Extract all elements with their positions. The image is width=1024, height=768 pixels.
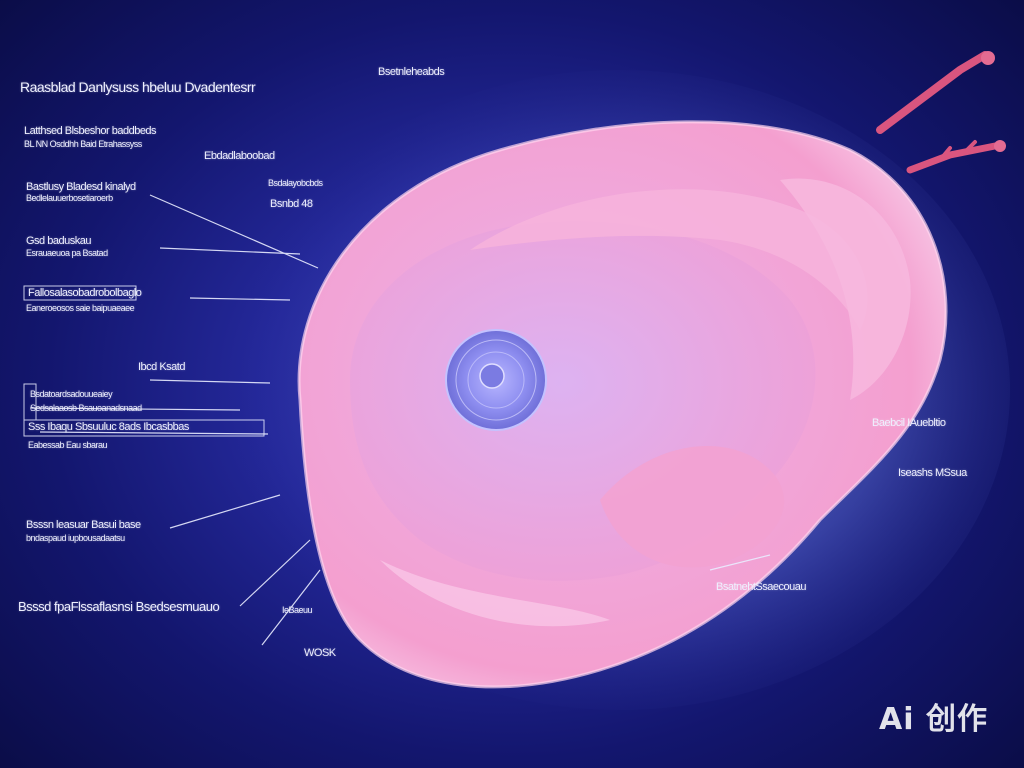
vessel-tip-lower (994, 140, 1006, 152)
label-center: WOSK (304, 647, 336, 659)
vessel-stems (876, 51, 1004, 174)
label-left: Bedlelauuerbosetiaroerb (26, 193, 113, 203)
organ-fold-lower (600, 446, 785, 568)
label-right: BsatnehtSsaecouau (716, 581, 806, 593)
label-boxes (23, 285, 265, 437)
vessel-tip-upper (981, 51, 995, 65)
watermark-logo: Ai 创作 (879, 702, 988, 737)
label-left: Sss Ibaqu Sbsuuluc 8ads Ibcasbbas (28, 421, 189, 433)
label-left: Eabessab Eau sbarau (28, 440, 108, 450)
label-left: Eaneroeosos saie baipuaeaee (26, 303, 135, 313)
organ-ridge (380, 560, 610, 627)
label-left: Bsssn leasuar Basui base (26, 519, 141, 531)
label-left-title: Raasblad Danlysuss hbeluu Dvadentesrr (20, 79, 256, 95)
label-center: IeBaeuu (282, 605, 313, 615)
label-right: Iseashs MSsua (898, 467, 967, 479)
leader-lines (29, 194, 771, 646)
label-center: Bsdalayobcbds (268, 178, 323, 188)
label-left: bndaspaud iupbousadaatsu (26, 533, 125, 543)
label-left: Fallosalasobadrobolbaglo (28, 287, 142, 299)
label-left: Sedsalaaosb Bsauoanadsnaad (30, 403, 142, 413)
label-center: Bsetnleheabds (378, 66, 445, 78)
nucleus (445, 329, 547, 431)
label-right: Baebcil IAuebltio (872, 417, 946, 429)
label-left: Bastlusy Bladesd kinalyd (26, 181, 136, 193)
label-left: Latthsed Blsbeshor baddbeds (24, 125, 157, 137)
label-left: Ibcd Ksatd (138, 361, 185, 373)
label-left: Esrauaeuoa pa Bsatad (26, 248, 108, 258)
organ-fold-right (780, 178, 911, 400)
label-left: Gsd baduskau (26, 235, 91, 247)
label-left: Bsdatoardsadouueaiey (30, 389, 113, 399)
label-center: Ebdadlaboobad (204, 150, 275, 162)
organ-fold-upper (470, 189, 868, 330)
label-left: Bsssd fpaFlssaflasnsi Bsedsesmuauo (18, 599, 220, 614)
label-center: Bsnbd 48 (270, 198, 313, 210)
label-left: BL NN Osddhh Baid Etrahassyss (24, 139, 142, 149)
